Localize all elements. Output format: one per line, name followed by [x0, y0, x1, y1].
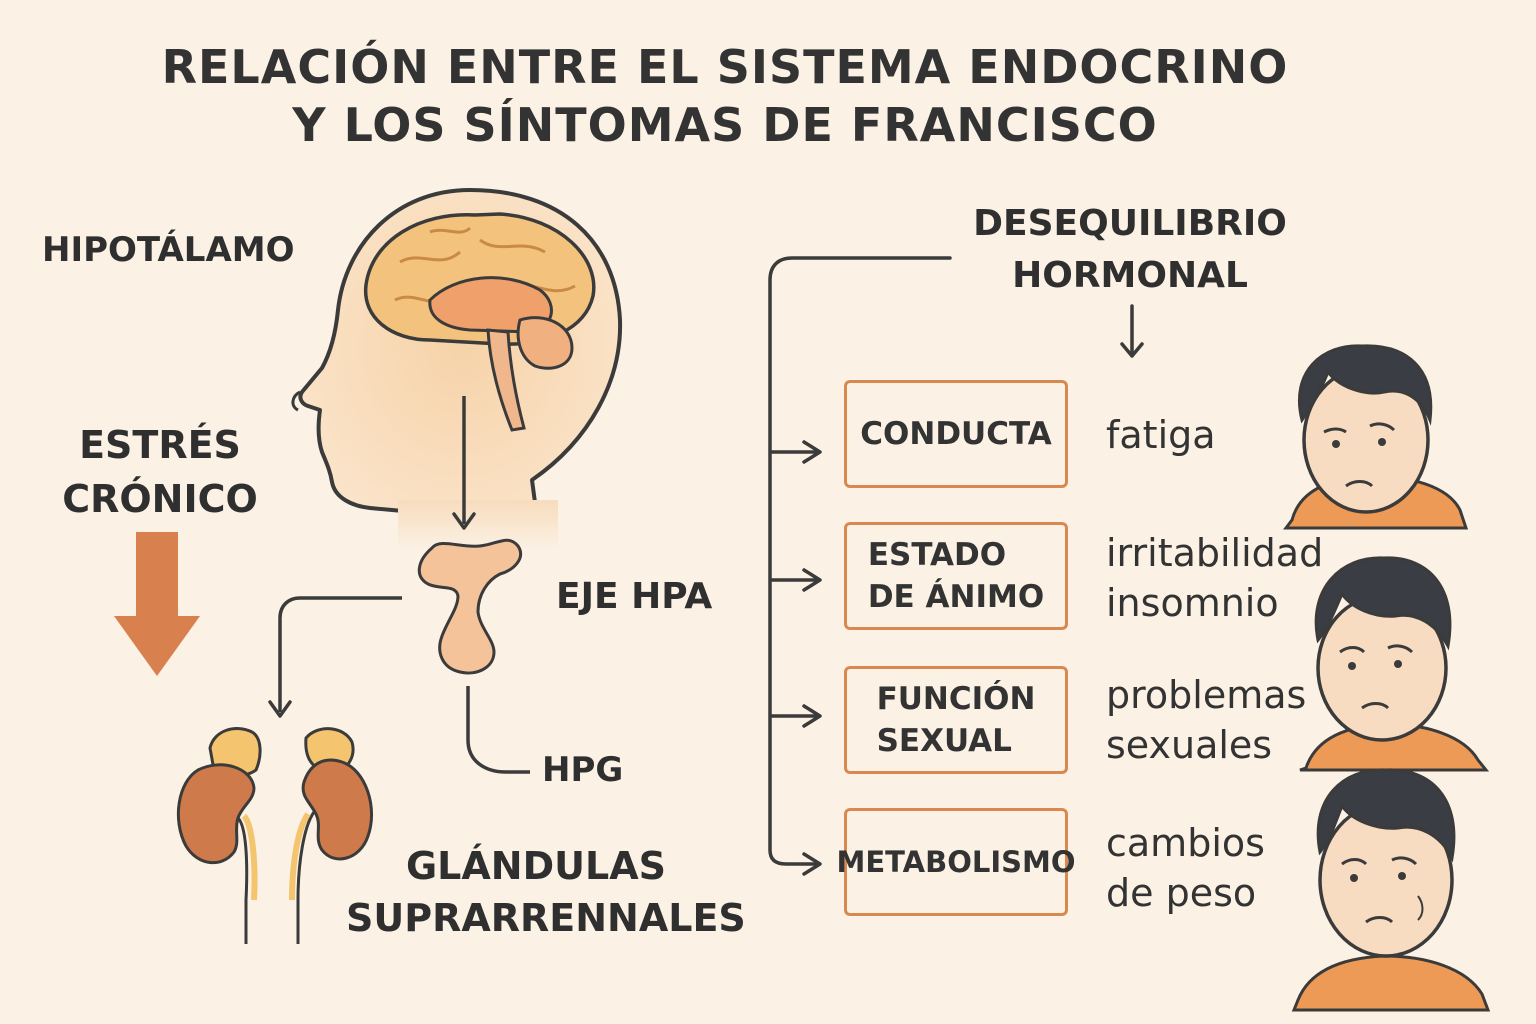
title-line-1: RELACIÓN ENTRE EL SISTEMA ENDOCRINO [161, 40, 1289, 94]
symptom-text-metabolismo: cambios de peso [1106, 818, 1265, 918]
label-desequilibrio-hormonal: DESEQUILIBRIO HORMONAL [960, 198, 1300, 302]
label-glandulas-line-2: SUPRARRENNALES [346, 896, 746, 940]
label-desequilibrio-line-1: DESEQUILIBRIO [973, 203, 1287, 244]
category-label: FUNCIÓN [876, 681, 1036, 717]
symptom-line: irritabilidad [1106, 531, 1324, 575]
symptom-text-funcion-sexual: problemas sexuales [1106, 670, 1306, 770]
category-label: CONDUCTA [860, 416, 1052, 452]
label-estres-line-1: ESTRÉS [79, 423, 241, 467]
label-glandulas-line-1: GLÁNDULAS [405, 844, 666, 888]
label-desequilibrio-line-2: HORMONAL [1012, 255, 1248, 296]
arrow-hpa-to-adrenals [278, 596, 402, 712]
sad-face-icon [1299, 556, 1490, 772]
pituitary-icon [417, 538, 523, 675]
symptom-line: fatiga [1106, 413, 1216, 457]
sad-face-icon [1283, 344, 1469, 530]
label-glandulas: GLÁNDULAS SUPRARRENNALES [346, 840, 746, 944]
sad-face-icon [1291, 768, 1491, 1012]
diagram-title: RELACIÓN ENTRE EL SISTEMA ENDOCRINO Y LO… [0, 38, 1450, 154]
label-eje-hpa: EJE HPA [556, 576, 713, 617]
label-hipotalamo: HIPOTÁLAMO [42, 230, 295, 270]
symptom-line: insomnio [1106, 581, 1279, 625]
category-box-estado-de-animo: ESTADO DE ÁNIMO [844, 522, 1068, 630]
label-estres-line-2: CRÓNICO [62, 477, 258, 521]
symptom-line: sexuales [1106, 723, 1273, 767]
symptom-line: de peso [1106, 871, 1257, 915]
category-label: SEXUAL [876, 723, 1012, 759]
label-hpg: HPG [542, 750, 624, 790]
label-estres-cronico: ESTRÉS CRÓNICO [40, 418, 280, 526]
tree-connector [768, 256, 1144, 876]
symptom-line: cambios [1106, 821, 1265, 865]
head-brain-icon [291, 188, 623, 550]
category-label: DE ÁNIMO [867, 579, 1045, 615]
stress-down-arrow-icon [114, 532, 200, 676]
symptom-text-conducta: fatiga [1106, 410, 1216, 460]
kidneys-icon [176, 727, 373, 944]
symptom-text-estado-de-animo: irritabilidad insomnio [1106, 528, 1323, 628]
category-label: METABOLISMO [836, 845, 1076, 879]
category-box-metabolismo: METABOLISMO [836, 808, 1076, 916]
symptom-line: problemas [1106, 673, 1307, 717]
connector-hpg [466, 686, 530, 774]
title-line-2: Y LOS SÍNTOMAS DE FRANCISCO [292, 98, 1158, 152]
category-label: ESTADO [867, 537, 1007, 573]
category-box-funcion-sexual: FUNCIÓN SEXUAL [844, 666, 1068, 774]
category-box-conducta: CONDUCTA [844, 380, 1068, 488]
